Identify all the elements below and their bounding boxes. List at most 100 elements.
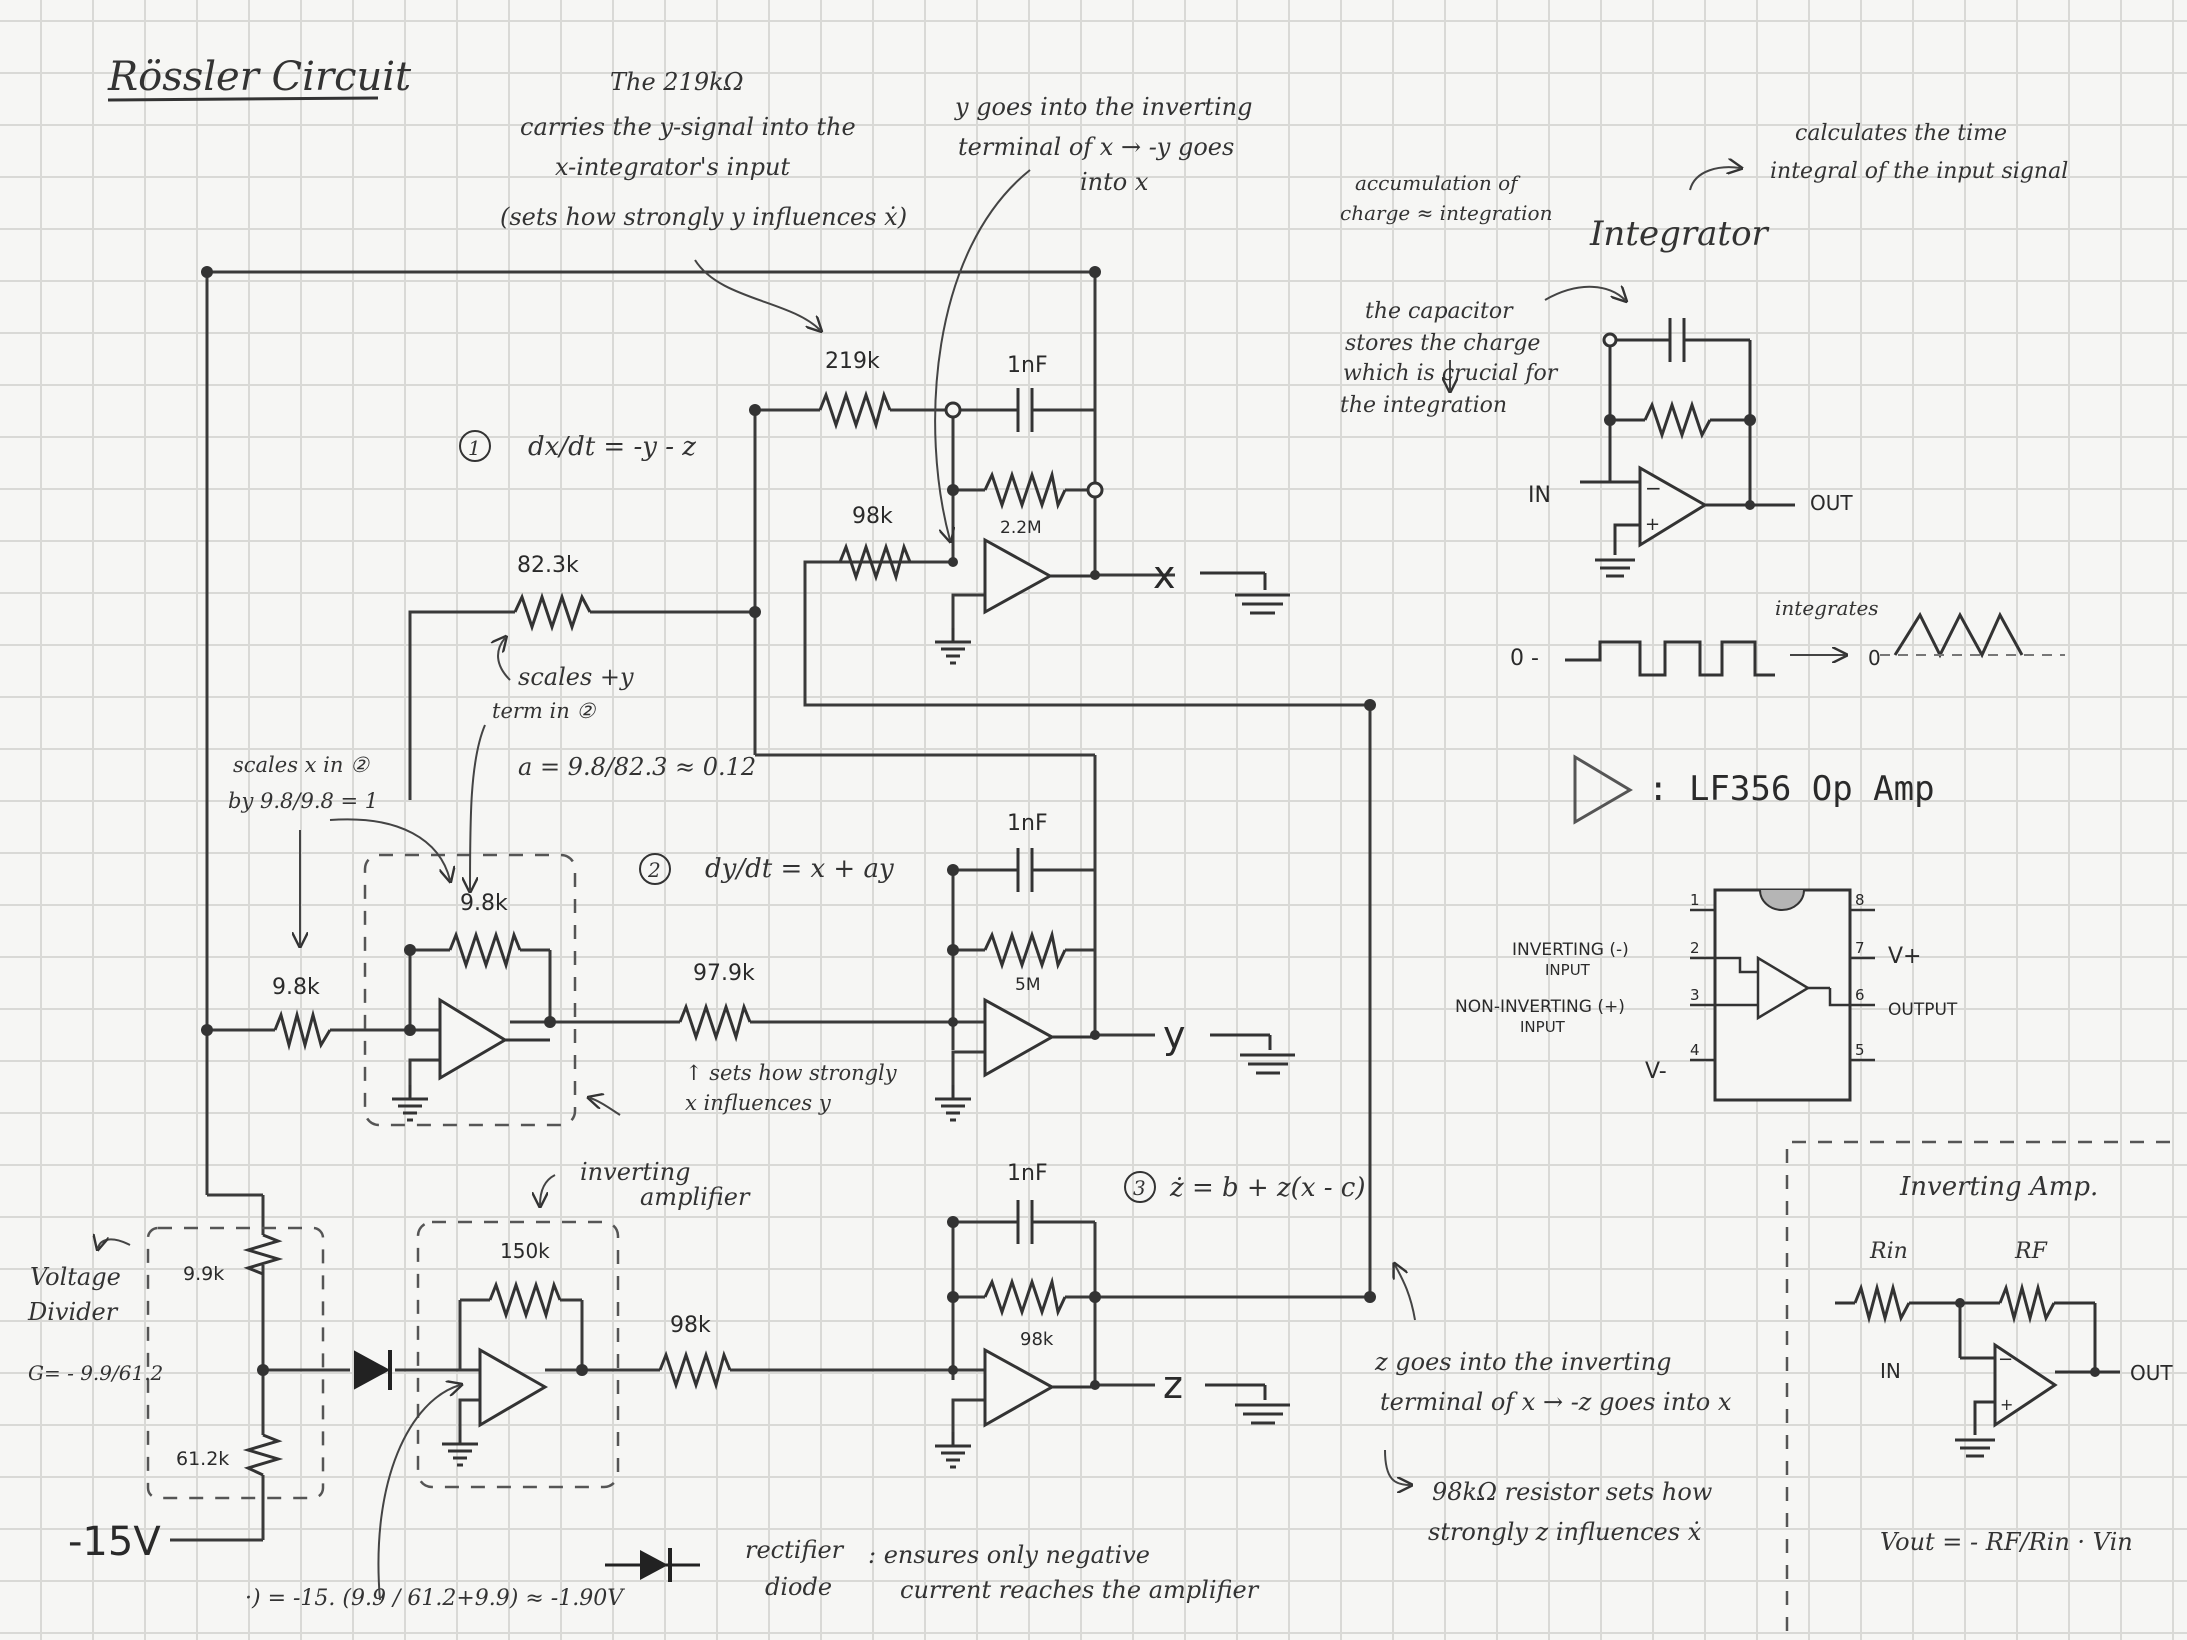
inverter-box-z (416, 1220, 620, 1489)
opamp-z (983, 1347, 1056, 1428)
resistor-61-2k (242, 1433, 284, 1477)
pin-1: 1 (1690, 891, 1700, 909)
pin-2: 2 (1690, 939, 1700, 957)
svg-text:−: − (1998, 1349, 2013, 1370)
junction-dots (201, 266, 1376, 1390)
note-vdiv2: Divider (27, 1298, 119, 1326)
pin-inverting-label: INVERTING (-) (1512, 940, 1629, 960)
note-y-1: y goes into the inverting (954, 93, 1252, 121)
integrator-out: OUT (1810, 491, 1853, 515)
label-supply: -15V (68, 1519, 161, 1565)
equation-g: G= - 9.9/61.2 (28, 1361, 163, 1385)
opamp-x (983, 537, 1054, 615)
svg-text:+: + (1645, 514, 1660, 535)
integrates-label: integrates (1775, 596, 1879, 620)
inv-amp-rf: RF (2014, 1239, 2048, 1264)
integrator-acc2: charge ≈ integration (1340, 201, 1552, 225)
label-150k: 150k (500, 1239, 550, 1263)
divider-box (146, 1226, 325, 1500)
annotation-arrows (98, 167, 1845, 1601)
ground-y (933, 1083, 973, 1122)
pin-3: 3 (1690, 986, 1700, 1004)
equation-a: a = 9.8/82.3 ≈ 0.12 (518, 753, 756, 781)
lf356-pinout: 1 2 3 4 5 6 7 8 INVERTING (-) INPUT NON-… (1455, 888, 1958, 1102)
note-rect3: : ensures only negative (868, 1541, 1150, 1569)
note-219-4: (sets how strongly y influences ẋ) (500, 203, 907, 231)
component-labels: 219k 1nF 2.2M 98k 82.3k 9.8k 9.8k 97.9k … (68, 349, 1054, 1565)
output-z: z (1163, 1363, 1183, 1407)
integrator-cap1: the capacitor (1365, 299, 1514, 324)
note-219-2: carries the y-signal into the (520, 113, 856, 141)
opamp-y-inverter (438, 997, 508, 1081)
label-61-2k: 61.2k (176, 1448, 229, 1470)
circuit-wires (170, 270, 1372, 1542)
label-1nf-y: 1nF (1007, 811, 1048, 836)
note-rect2: diode (765, 1573, 832, 1601)
label-98k-z: 98k (1020, 1329, 1054, 1350)
integrator-heading: Integrator (1589, 214, 1770, 254)
eq3-number: 3 (1133, 1176, 1146, 1200)
note-rect4: current reaches the amplifier (900, 1576, 1260, 1604)
integrator-cap4: the integration (1340, 393, 1507, 418)
svg-text:+: + (2000, 1395, 2013, 1414)
resistor-9-9k (242, 1233, 284, 1276)
capacitor-1nf-z (1000, 1200, 1050, 1244)
resistor-219k (818, 390, 892, 431)
label-9-8k-in: 9.8k (272, 975, 320, 1000)
output-x: x (1153, 553, 1176, 597)
rectifier-diode (354, 1350, 392, 1390)
capacitor-1nf-x (1000, 388, 1050, 432)
resistor-82-3k (513, 592, 592, 632)
label-98k-x: 98k (852, 504, 893, 529)
opamp-y (983, 997, 1056, 1078)
label-5m: 5M (1015, 975, 1040, 995)
pin-7: 7 (1855, 939, 1865, 957)
note-scales-x1: scales x in ② (233, 753, 370, 777)
integrator-cap3: which is crucial for (1343, 361, 1559, 386)
equation-v: ·) = -15. (9.9 / 61.2+9.9) ≈ -1.90V (245, 1586, 625, 1611)
label-1nf-x: 1nF (1007, 353, 1048, 378)
integrator-in: IN (1528, 483, 1551, 508)
integrator-inset: Integrator calculates the time integral … (1340, 121, 2068, 677)
ground-out-x (1200, 571, 1290, 615)
pin-inverting-input: INPUT (1545, 961, 1591, 979)
legend-diode-icon (605, 1548, 700, 1582)
pin-vminus: V- (1645, 1059, 1667, 1084)
note-rect1: rectifier (745, 1536, 845, 1564)
note-vdiv1: Voltage (30, 1263, 121, 1291)
triangle-wave (1893, 611, 2024, 659)
opamp-legend: : LF356 Op Amp (1573, 754, 1935, 825)
eq2-number: 2 (647, 858, 661, 882)
capacitor-1nf-y (1000, 848, 1050, 892)
pin-5: 5 (1855, 1041, 1865, 1059)
ground-out-y (1210, 1033, 1295, 1075)
output-y: y (1163, 1013, 1186, 1057)
note-sets-x2: x influences y (685, 1091, 832, 1115)
label-9-9k: 9.9k (183, 1263, 224, 1285)
resistor-98k-zin (658, 1350, 732, 1391)
equation-2: dy/dt = x + ay (705, 854, 894, 884)
equation-3: ż = b + z(x - c) (1169, 1173, 1366, 1203)
note-r98-2: strongly z influences ẋ (1428, 1518, 1702, 1546)
opamp-legend-text: : LF356 Op Amp (1648, 769, 1935, 809)
integrator-calc2: integral of the input signal (1770, 159, 2068, 184)
output-labels: x y z (1153, 553, 1186, 1407)
pin-4: 4 (1690, 1041, 1700, 1059)
label-1nf-z: 1nF (1007, 1161, 1048, 1186)
annotations: The 219kΩ carries the y-signal into the … (27, 68, 1732, 1604)
label-9-8k-fb: 9.8k (460, 891, 508, 916)
note-sets-x1: ↑ sets how strongly (685, 1061, 898, 1085)
resistor-9-8k-fb (448, 930, 522, 971)
note-z-inv2: terminal of x → -z goes into x (1380, 1388, 1732, 1416)
page-title: Rössler Circuit (107, 54, 412, 100)
note-219-1: The 219kΩ (610, 68, 744, 96)
note-r98-1: 98kΩ resistor sets how (1432, 1478, 1713, 1506)
ground-z (933, 1430, 973, 1469)
note-scales-x2: by 9.8/9.8 = 1 (228, 789, 378, 813)
note-inv-amp1: inverting (580, 1158, 691, 1186)
title-underline (107, 96, 379, 102)
pin-output: OUTPUT (1888, 1000, 1958, 1020)
label-219k: 219k (825, 349, 880, 374)
label-2-2m: 2.2M (1000, 518, 1042, 538)
resistor-97-9k (678, 1002, 752, 1043)
